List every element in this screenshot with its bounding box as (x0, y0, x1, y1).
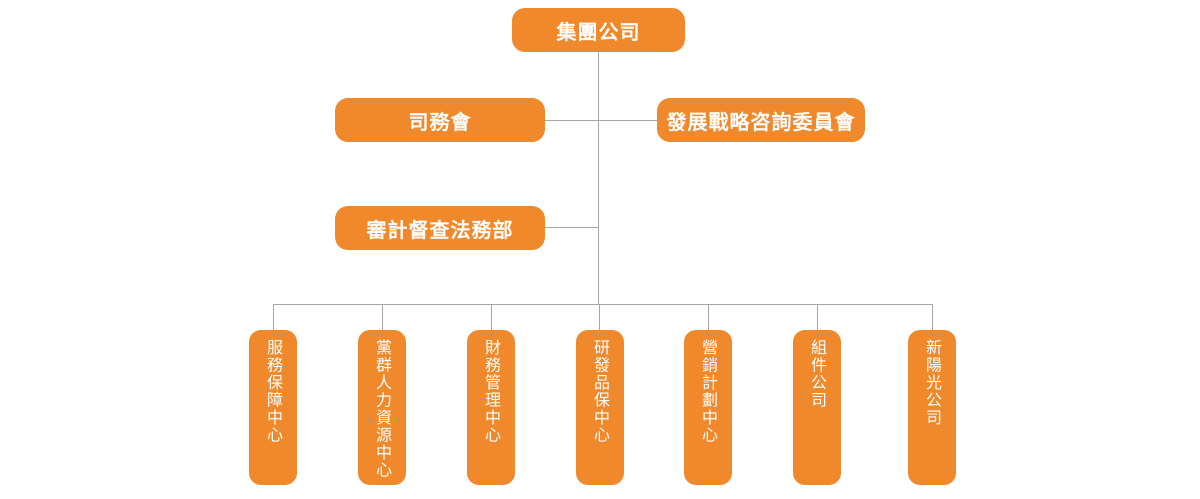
connector-stub (382, 304, 383, 331)
connector-departments-line (273, 304, 933, 305)
connector-level3-line (545, 227, 599, 228)
connector-stub (708, 304, 709, 331)
node-audit-legal-dept: 審計督查法務部 (327, 200, 545, 252)
node-label: 新陽光公司 (923, 339, 942, 427)
node-label: 集團公司 (556, 19, 641, 44)
node-label: 財務管理中心 (482, 339, 501, 444)
node-label: 司務會 (408, 109, 472, 134)
connector-stub (817, 304, 818, 331)
connector-trunk-line (598, 52, 599, 304)
node-dept-components-company: 組件公司 (793, 330, 841, 485)
node-label: 研發品保中心 (591, 339, 610, 444)
node-dept-rnd-qa: 研發品保中心 (576, 330, 624, 485)
connector-stub (599, 304, 600, 331)
node-dept-finance: 財務管理中心 (467, 330, 515, 485)
node-label: 服務保障中心 (264, 339, 283, 444)
connector-stub (491, 304, 492, 331)
node-label: 組件公司 (808, 339, 827, 409)
node-label: 營銷計劃中心 (699, 339, 718, 444)
node-strategy-committee: 發展戰略咨詢委員會 (649, 92, 865, 144)
node-label: 黨群人力資源中心 (373, 339, 392, 479)
connector-stub (932, 304, 933, 331)
node-dept-party-hr: 黨群人力資源中心 (358, 330, 406, 485)
node-dept-marketing-planning: 營銷計劃中心 (684, 330, 732, 485)
node-dept-service-support: 服務保障中心 (249, 330, 297, 485)
node-label: 審計督查法務部 (366, 217, 514, 242)
connector-level2-line (545, 120, 657, 121)
node-label: 發展戰略咨詢委員會 (666, 109, 856, 134)
node-council: 司務會 (327, 92, 545, 144)
node-group-company: 集團公司 (504, 2, 685, 54)
connector-stub (273, 304, 274, 331)
node-dept-new-sunshine-company: 新陽光公司 (908, 330, 956, 485)
